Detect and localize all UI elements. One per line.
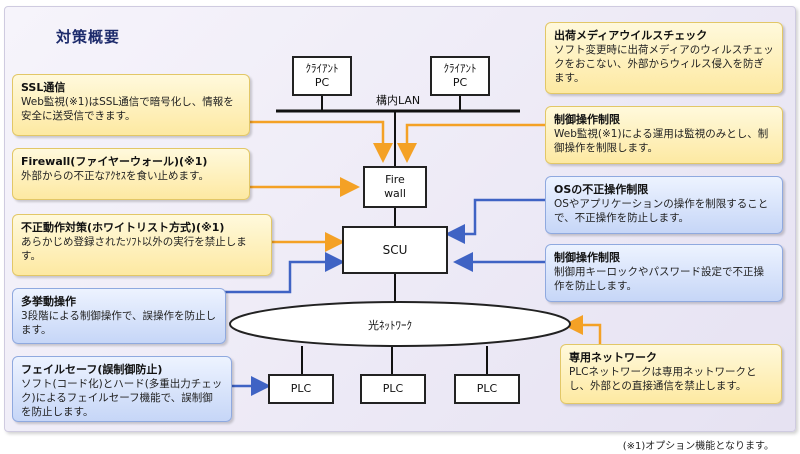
optical-network-shape bbox=[229, 301, 571, 347]
note-media-check-body: ソフト変更時に出荷メディアのウィルスチェックをおこない、外部からウィルス侵入を防… bbox=[554, 44, 774, 84]
note-fail-safe-heading: フェイルセーフ(誤制御防止) bbox=[21, 363, 163, 376]
note-control-restrict-1-heading: 制御操作制限 bbox=[554, 113, 620, 126]
scu-box: SCU bbox=[342, 226, 448, 274]
note-ssl: SSL通信 Web監視(※1)はSSL通信で暗号化し、情報を安全に送受信できます… bbox=[12, 74, 250, 136]
note-os-restrict: OSの不正操作制限 OSやアプリケーションの操作を制限することで、不正操作を防止… bbox=[545, 176, 783, 234]
client-pc-2-line1: ｸﾗｲｱﾝﾄ bbox=[443, 62, 477, 75]
note-firewall-body: 外部からの不正なｱｸｾｽを食い止めます。 bbox=[21, 170, 209, 182]
arrow-media-check bbox=[397, 123, 545, 163]
note-control-restrict-1: 制御操作制限 Web監視(※1)による運用は監視のみとし、制御操作を制限します。 bbox=[545, 106, 783, 164]
firewall-line2: wall bbox=[384, 187, 406, 200]
note-os-restrict-heading: OSの不正操作制限 bbox=[554, 183, 649, 196]
footnote: (※1)オプション機能となります。 bbox=[622, 441, 774, 452]
client-pc-2: ｸﾗｲｱﾝﾄ PC bbox=[430, 56, 490, 96]
note-fail-safe-body: ソフト(コード化)とハード(多重出力チェック)によるフェイルセーフ機能で、誤制御… bbox=[21, 378, 223, 418]
note-whitelist: 不正動作対策(ホワイトリスト方式)(※1) あらかじめ登録されたｿﾌﾄ以外の実行… bbox=[12, 214, 272, 276]
optical-network-label: 光ﾈｯﾄﾜｰｸ bbox=[368, 319, 412, 332]
note-dedicated-network: 専用ネットワーク PLCネットワークは専用ネットワークとし、外部との直接通信を禁… bbox=[560, 344, 782, 404]
note-control-restrict-2: 制御操作制限 制御用キーロックやパスワード設定で不正操作を防止します。 bbox=[545, 244, 783, 302]
plc-1: PLC bbox=[268, 374, 334, 404]
plc-2: PLC bbox=[360, 374, 426, 404]
note-multi-step-body: 3段階による制御操作で、誤操作を防止します。 bbox=[21, 310, 216, 336]
plc-3: PLC bbox=[454, 374, 520, 404]
arrow-multi-step bbox=[225, 252, 345, 294]
client-pc-1-line2: PC bbox=[314, 76, 330, 89]
note-multi-step: 多挙動操作 3段階による制御操作で、誤操作を防止します。 bbox=[12, 288, 226, 344]
firewall-line1: Fire bbox=[385, 173, 405, 186]
note-ssl-body: Web監視(※1)はSSL通信で暗号化し、情報を安全に送受信できます。 bbox=[21, 96, 234, 122]
arrow-os-restrict bbox=[445, 198, 545, 244]
lan-label: 構内LAN bbox=[376, 94, 421, 107]
client-pc-1: ｸﾗｲｱﾝﾄ PC bbox=[292, 56, 352, 96]
note-media-check: 出荷メディアウイルスチェック ソフト変更時に出荷メディアのウィルスチェックをおこ… bbox=[545, 22, 783, 94]
note-whitelist-body: あらかじめ登録されたｿﾌﾄ以外の実行を禁止します。 bbox=[21, 236, 247, 262]
note-fail-safe: フェイルセーフ(誤制御防止) ソフト(コード化)とハード(多重出力チェック)によ… bbox=[12, 356, 232, 422]
note-control-restrict-2-body: 制御用キーロックやパスワード設定で不正操作を防止します。 bbox=[554, 266, 764, 292]
note-firewall-heading: Firewall(ファイヤーウォール)(※1) bbox=[21, 155, 208, 168]
diagram-title: 対策概要 bbox=[56, 28, 121, 46]
note-dedicated-network-body: PLCネットワークは専用ネットワークとし、外部との直接通信を禁止します。 bbox=[569, 366, 757, 392]
note-ssl-heading: SSL通信 bbox=[21, 81, 66, 94]
note-dedicated-network-heading: 専用ネットワーク bbox=[569, 351, 657, 364]
note-control-restrict-2-heading: 制御操作制限 bbox=[554, 251, 620, 264]
client-pc-2-line2: PC bbox=[452, 76, 468, 89]
note-media-check-heading: 出荷メディアウイルスチェック bbox=[554, 29, 708, 42]
note-firewall: Firewall(ファイヤーウォール)(※1) 外部からの不正なｱｸｾｽを食い止… bbox=[12, 148, 250, 200]
note-multi-step-heading: 多挙動操作 bbox=[21, 295, 76, 308]
client-pc-1-line1: ｸﾗｲｱﾝﾄ bbox=[305, 62, 339, 75]
arrow-ssl bbox=[248, 120, 393, 163]
note-control-restrict-1-body: Web監視(※1)による運用は監視のみとし、制御操作を制限します。 bbox=[554, 128, 769, 154]
note-os-restrict-body: OSやアプリケーションの操作を制限することで、不正操作を防止します。 bbox=[554, 198, 769, 224]
arrow-dedicated-network bbox=[563, 315, 602, 345]
note-whitelist-heading: 不正動作対策(ホワイトリスト方式)(※1) bbox=[21, 221, 225, 234]
firewall-box: Fire wall bbox=[363, 166, 427, 208]
